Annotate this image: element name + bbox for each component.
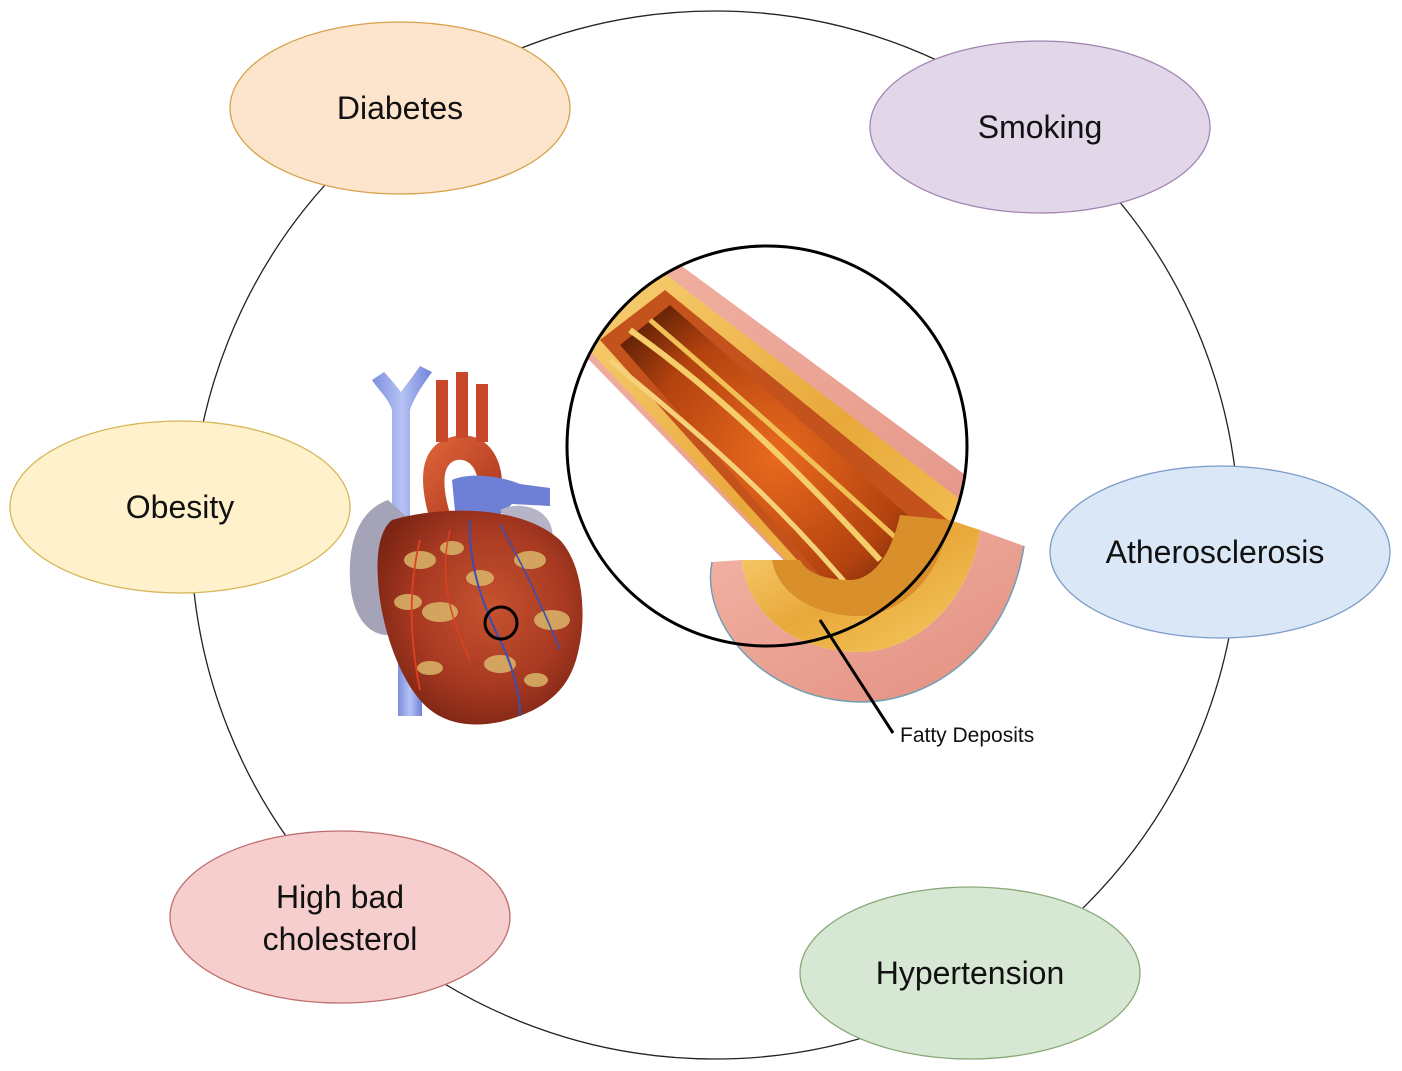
fatty-deposits-label: Fatty Deposits [900, 724, 1034, 747]
node-cholesterol-label-line2: cholesterol [263, 921, 418, 957]
blockage-marker [483, 605, 519, 641]
magnifier-lens [565, 244, 969, 648]
node-hypertension-bubble [799, 886, 1141, 1060]
callout-leader [818, 619, 895, 734]
node-cholesterol: High bad cholesterol [169, 830, 511, 1004]
node-diabetes-bubble [229, 21, 571, 195]
node-atherosclerosis: Atherosclerosis [1049, 465, 1391, 639]
node-diabetes: Diabetes [229, 21, 571, 195]
node-cholesterol-label-line1: High bad [276, 879, 404, 915]
node-obesity: Obesity [9, 420, 351, 594]
node-hypertension-label: Hypertension [876, 955, 1065, 991]
node-smoking-label: Smoking [978, 109, 1103, 145]
node-smoking: Smoking [869, 40, 1211, 214]
node-atherosclerosis-label: Atherosclerosis [1106, 534, 1325, 570]
node-hypertension: Hypertension [799, 886, 1141, 1060]
node-smoking-bubble [869, 40, 1211, 214]
node-obesity-label: Obesity [126, 489, 234, 525]
node-atherosclerosis-bubble [1049, 465, 1391, 639]
node-diabetes-label: Diabetes [337, 90, 463, 126]
node-cholesterol-bubble [169, 830, 511, 1004]
artery-cross-section: Fatty Deposits [565, 244, 1034, 747]
node-obesity-bubble [9, 420, 351, 594]
heart-illustration [349, 366, 583, 725]
